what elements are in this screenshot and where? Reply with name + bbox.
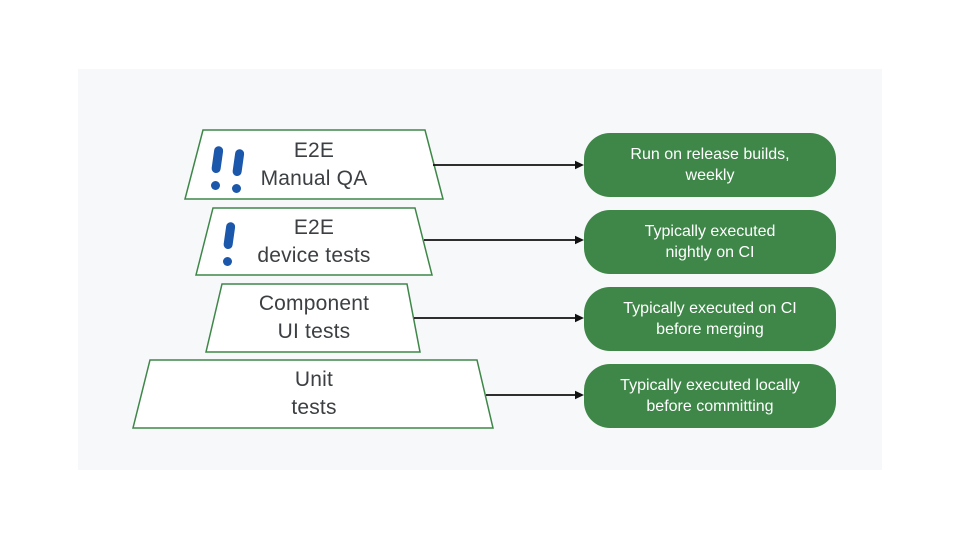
note-pill-before-committing: Typically executed locally before commit…	[584, 364, 836, 428]
exclamation-dot	[211, 181, 220, 190]
note-pill-nightly-ci: Typically executed nightly on CI	[584, 210, 836, 274]
level-label-e2e-device-tests: E2E device tests	[257, 216, 371, 267]
level-label-e2e-manual-qa: E2E Manual QA	[260, 139, 368, 190]
double-exclamation-icon	[207, 145, 225, 193]
trapezoid-unit-tests	[132, 359, 494, 429]
arrow-row-2	[424, 235, 584, 245]
note-pill-release-builds: Run on release builds, weekly	[584, 133, 836, 197]
level-label-unit-tests: Unit tests	[291, 368, 337, 419]
note-pill-before-merging: Typically executed on CI before merging	[584, 287, 836, 351]
arrow-row-3	[414, 313, 584, 323]
arrow-row-4	[486, 390, 584, 400]
exclamation-dot	[232, 184, 241, 193]
exclamation-dot	[223, 257, 232, 266]
trapezoid-component-ui-tests	[205, 283, 421, 353]
level-label-component-ui-tests: Component UI tests	[258, 292, 370, 343]
arrow-row-1	[433, 160, 584, 170]
trapezoid-e2e-device-tests	[195, 207, 433, 276]
double-exclamation-icon	[228, 148, 246, 196]
trapezoid-e2e-manual-qa	[184, 129, 444, 200]
exclamation-icon	[219, 221, 237, 269]
